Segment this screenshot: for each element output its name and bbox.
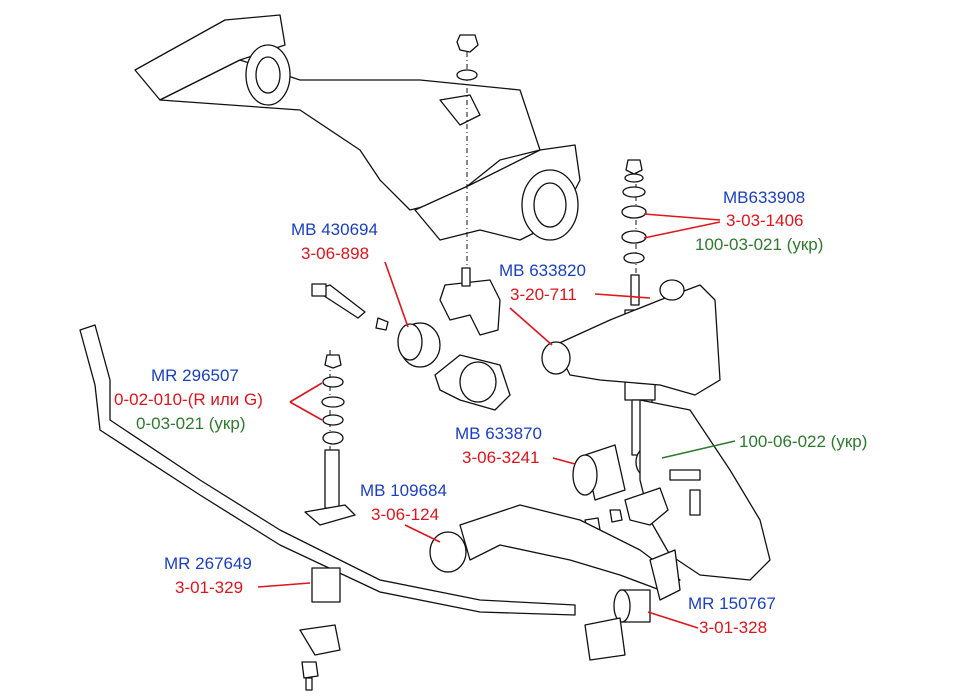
upper-nut-ukr: 100-03-021 (укр) xyxy=(695,235,824,254)
leader-stab-link-a xyxy=(289,382,323,403)
leader-upper-nut-b xyxy=(643,221,721,239)
stab-bushing-right xyxy=(584,589,651,661)
leader-upper-arm-b xyxy=(509,307,553,346)
frame-bolt xyxy=(311,283,389,331)
lower-arm-code: 3-06-124 xyxy=(371,505,440,524)
shock-lower-ukr: 100-06-022 (укр) xyxy=(739,432,868,451)
stab-link-code: 0-02-010-(R или G) xyxy=(114,390,263,409)
upper-nut-code: 3-03-1406 xyxy=(726,211,804,230)
stab-link-ukr: 0-03-021 (укр) xyxy=(136,414,246,433)
frame-crossmember xyxy=(134,14,581,241)
shock-bushing xyxy=(572,444,626,501)
leader-upper-nut-a xyxy=(643,213,721,221)
leader-lower-arm xyxy=(404,524,441,543)
leader-frame-bushing xyxy=(384,261,409,328)
knuckle-bracket xyxy=(649,549,681,601)
leader-shock-lower xyxy=(661,440,736,459)
stab-bushing-left-code: 3-01-329 xyxy=(175,578,244,597)
leader-upper-arm-a xyxy=(594,293,651,299)
leader-stab-right xyxy=(647,611,699,629)
stab-bushing-right-code: 3-01-328 xyxy=(699,618,768,637)
frame-bushing-code: 3-06-898 xyxy=(301,244,370,263)
bracket-bushing xyxy=(434,354,511,411)
top-nut xyxy=(456,34,479,81)
upper-nut-stack xyxy=(621,159,647,264)
leader-shock-bushing xyxy=(552,457,576,465)
stab-bushing-left xyxy=(299,567,341,691)
lower-arm-part: MB 109684 xyxy=(360,481,447,500)
shock-bushing-part: MB 633870 xyxy=(455,424,542,443)
lower-bolt xyxy=(584,469,701,534)
leader-stab-left xyxy=(257,582,311,588)
shock-bushing-code: 3-06-3241 xyxy=(462,448,540,467)
frame-bushing-part: MB 430694 xyxy=(291,220,378,239)
stab-bushing-left-part: MR 267649 xyxy=(164,554,252,573)
stab-link-part: MR 296507 xyxy=(151,366,239,385)
frame-bracket xyxy=(439,267,501,336)
leader-stab-link-b xyxy=(289,401,323,421)
upper-nut-part: MB633908 xyxy=(723,188,806,207)
upper-arm-code: 3-20-711 xyxy=(510,285,577,304)
stabilizer-link xyxy=(304,354,356,526)
stabilizer-bar xyxy=(79,324,576,616)
stab-bushing-right-part: MR 150767 xyxy=(688,594,776,613)
upper-control-arm xyxy=(541,279,721,396)
frame-bushing xyxy=(397,322,441,368)
upper-arm-part: MB 633820 xyxy=(499,261,586,280)
